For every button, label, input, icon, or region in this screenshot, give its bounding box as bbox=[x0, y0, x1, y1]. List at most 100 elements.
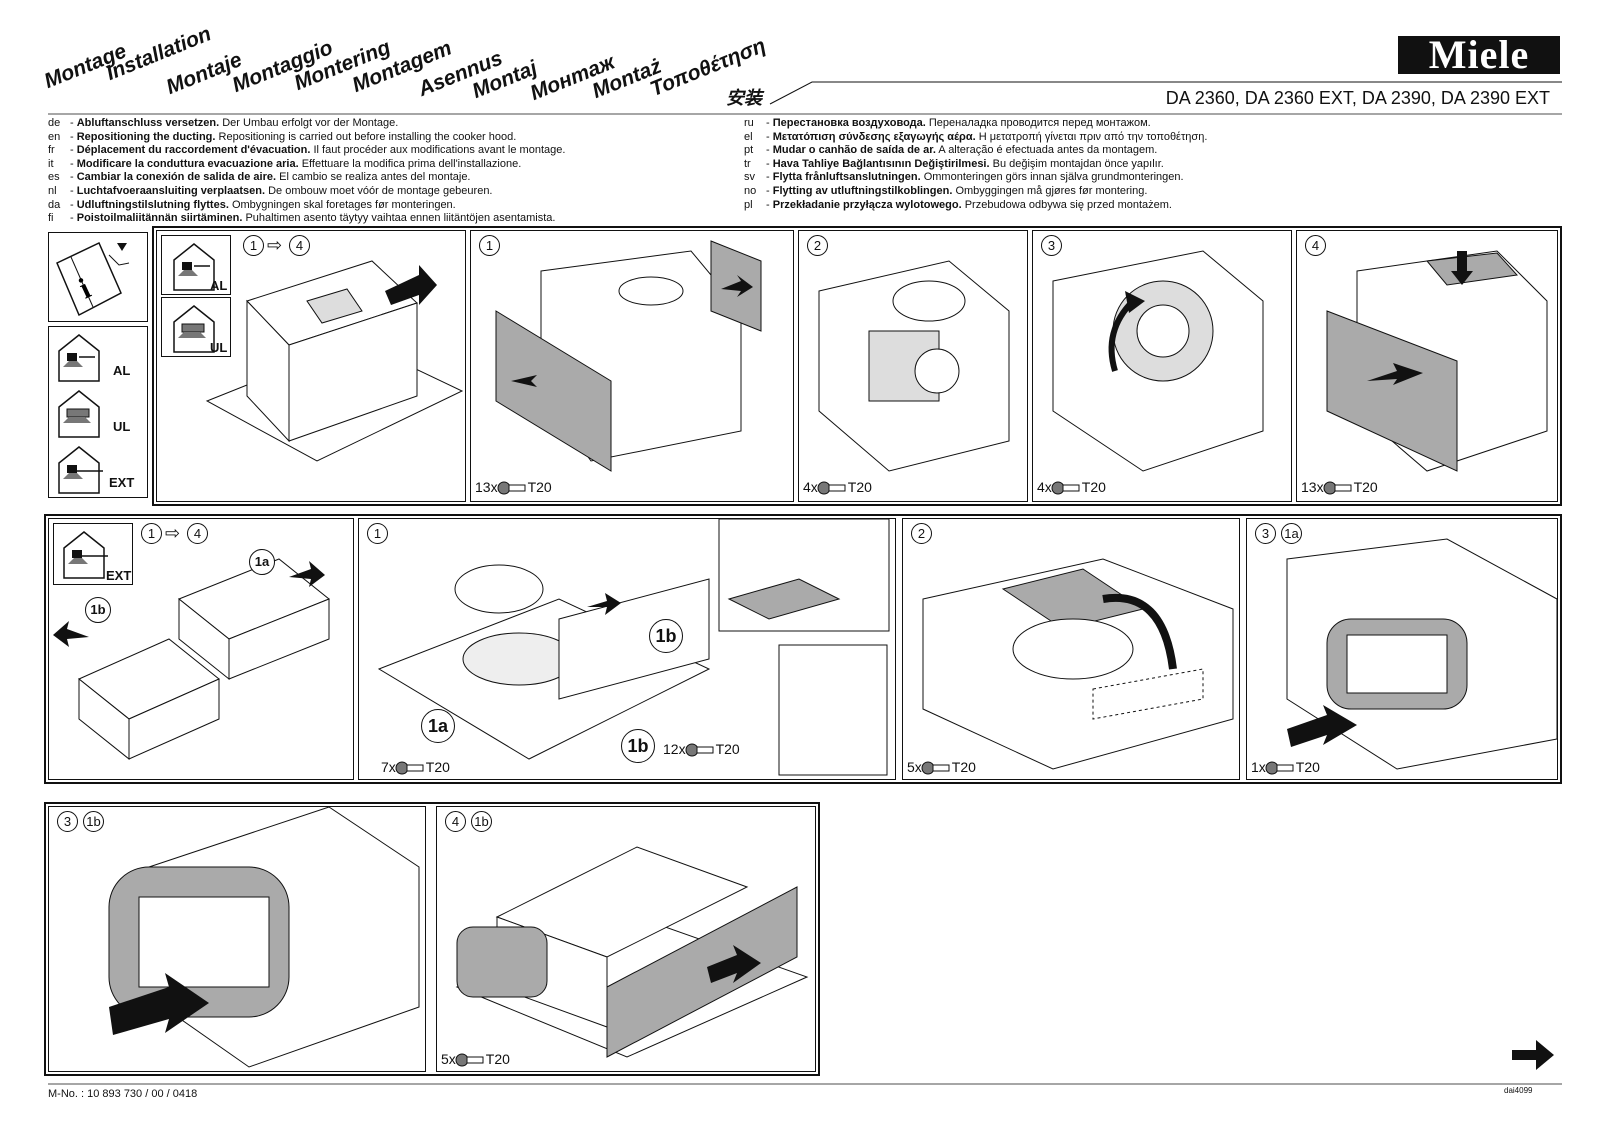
info-booklet-icon: i bbox=[56, 241, 130, 317]
instructions-right: ru- Перестановка воздуховода. Переналадк… bbox=[744, 117, 1207, 212]
instruction-row: tr- Hava Tahliye Bağlantısının Değiştiri… bbox=[744, 157, 1164, 170]
instruction-row: pt- Mudar o canhão de saída de ar. A alt… bbox=[744, 144, 1158, 157]
remove-panel-illustration bbox=[495, 240, 762, 472]
house-ext-icon bbox=[58, 446, 103, 494]
house-ul-icon bbox=[173, 305, 215, 353]
step-1-badge: 1 bbox=[479, 235, 500, 256]
fan-rotate-illustration bbox=[1052, 250, 1264, 472]
duct-adapter-side-illustration bbox=[108, 807, 420, 1068]
r2-overview-panel: EXT 1 ⇨ 4 1a 1b bbox=[48, 518, 354, 780]
hood-illustration bbox=[205, 260, 464, 462]
callout-1b-badge: 1b bbox=[471, 811, 492, 832]
instruction-row: el- Μετατόπιση σύνδεσης εξαγωγής αέρα. Η… bbox=[744, 130, 1208, 143]
lang-title-zh: 安装 bbox=[726, 88, 762, 108]
r1-ul-box: UL bbox=[161, 297, 231, 357]
drawing-code: dai4099 bbox=[1504, 1086, 1533, 1095]
instruction-row: en- Repositioning the ducting. Repositio… bbox=[48, 130, 517, 143]
ul-label: UL bbox=[113, 419, 131, 434]
screw-icon bbox=[497, 481, 526, 495]
house-al-icon bbox=[58, 334, 100, 382]
ext-label: EXT bbox=[109, 475, 135, 490]
callout-1b: 1b bbox=[85, 597, 111, 623]
al-label: AL bbox=[210, 278, 228, 293]
step-2-badge: 2 bbox=[807, 235, 828, 256]
duct-adapter-illustration bbox=[1286, 538, 1557, 770]
callout-1a: 1a bbox=[421, 709, 455, 743]
instruction-row: fi- Poistoilmaliitännän siirtäminen. Puh… bbox=[48, 212, 556, 225]
callout-1a-badge: 1a bbox=[1281, 523, 1302, 544]
part-number: M-No. : 10 893 730 / 00 / 0418 bbox=[48, 1088, 198, 1100]
step-4-badge: 4 bbox=[1305, 235, 1326, 256]
r1-overview-panel: AL UL 1 ⇨ 4 bbox=[156, 230, 466, 502]
step-3-badge: 3 bbox=[1041, 235, 1062, 256]
screw-icon bbox=[685, 743, 714, 757]
instruction-row: fr- Déplacement du raccordement d'évacua… bbox=[48, 144, 566, 157]
fan-removal-illustration bbox=[818, 260, 1010, 472]
instruction-row: sv- Flytta frånluftsanslutningen. Ommont… bbox=[744, 171, 1184, 184]
r1-al-box: AL bbox=[161, 235, 231, 295]
r2-ext-box: EXT bbox=[53, 523, 133, 585]
row1-group-frame bbox=[152, 226, 1562, 506]
refit-side-panel-illustration bbox=[455, 846, 809, 1058]
step-4-badge: 4 bbox=[445, 811, 466, 832]
screw-icon bbox=[921, 761, 950, 775]
miele-logo: Miele bbox=[1398, 35, 1560, 75]
step-range-arrow: ⇨ bbox=[165, 523, 181, 543]
callout-1b: 1b bbox=[621, 729, 655, 763]
screw-icon bbox=[1323, 481, 1352, 495]
step-1-badge: 1 bbox=[141, 523, 162, 544]
al-label: AL bbox=[113, 363, 131, 378]
step-3-badge: 3 bbox=[57, 811, 78, 832]
house-ul-icon bbox=[58, 390, 100, 438]
ext-label: EXT bbox=[106, 568, 132, 583]
step-1-badge: 1 bbox=[367, 523, 388, 544]
instructions-left: de- Abluftanschluss versetzen. Der Umbau… bbox=[48, 117, 565, 226]
instruction-row: da- Udluftningstilslutning flyttes. Omby… bbox=[48, 198, 456, 211]
screw-icon bbox=[395, 761, 424, 775]
house-ext-icon bbox=[63, 531, 108, 579]
next-page-arrow-icon bbox=[1512, 1040, 1554, 1070]
ul-label: UL bbox=[210, 340, 228, 355]
step-range-arrow: ⇨ bbox=[267, 235, 283, 255]
instruction-row: de- Abluftanschluss versetzen. Der Umbau… bbox=[48, 117, 399, 129]
instruction-row: it- Modificare la conduttura evacuazione… bbox=[48, 157, 522, 170]
instruction-row: nl- Luchtafvoeraansluiting verplaatsen. … bbox=[48, 184, 493, 197]
ext-collar-illustration bbox=[377, 519, 890, 776]
callout-1a: 1a bbox=[249, 549, 275, 575]
ext-hood-illustration bbox=[53, 558, 330, 761]
house-al-icon bbox=[173, 243, 215, 291]
refit-panel-illustration bbox=[1326, 250, 1548, 472]
row2-group-frame bbox=[44, 514, 1562, 784]
screw-icon bbox=[1265, 761, 1294, 775]
screw-icon bbox=[1051, 481, 1080, 495]
header-divider bbox=[48, 81, 1562, 115]
instruction-row: no- Flytting av utluftningstilkoblingen.… bbox=[744, 184, 1148, 197]
step-3-badge: 3 bbox=[1255, 523, 1276, 544]
step-4-badge: 4 bbox=[289, 235, 310, 256]
model-numbers: DA 2360, DA 2360 EXT, DA 2390, DA 2390 E… bbox=[1165, 88, 1550, 108]
variant-legend-panel: AL UL EXT bbox=[48, 326, 148, 498]
callout-1b-badge: 1b bbox=[83, 811, 104, 832]
screw-icon bbox=[455, 1053, 484, 1067]
step-1-badge: 1 bbox=[243, 235, 264, 256]
instruction-row: es- Cambiar la conexión de salida de air… bbox=[48, 171, 471, 184]
r3-step3-panel: 3 1b bbox=[48, 806, 426, 1072]
cover-plate-illustration bbox=[922, 558, 1234, 770]
instruction-row: pl- Przekładanie przyłącza wylotowego. P… bbox=[744, 198, 1172, 211]
step-4-badge: 4 bbox=[187, 523, 208, 544]
